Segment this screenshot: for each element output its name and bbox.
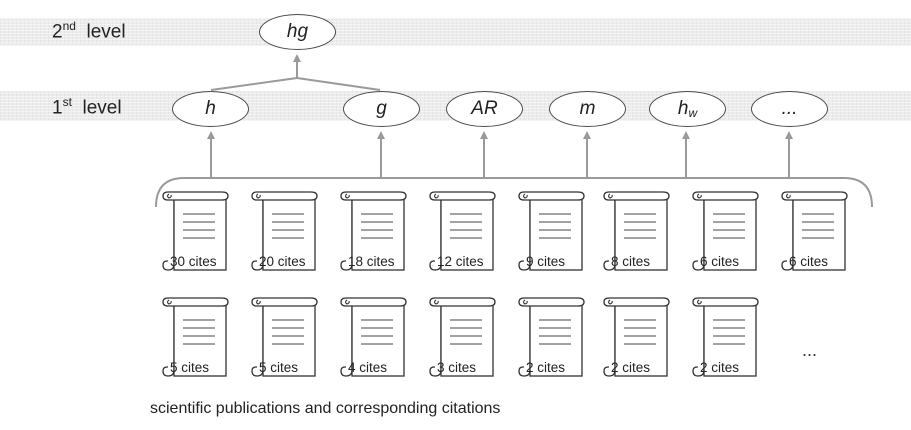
first-level-word: level: [82, 97, 122, 119]
citation-count: 18 cites: [348, 254, 395, 269]
publication-document: 30 cites: [160, 190, 230, 272]
publications-brace: [155, 177, 873, 208]
publication-document: 8 cites: [601, 190, 671, 272]
publication-document: 4 cites: [338, 296, 408, 378]
citation-count: 30 cites: [170, 254, 217, 269]
publication-document: 9 cites: [516, 190, 586, 272]
node-ar-label: AR: [471, 98, 498, 119]
link-g-to-merge: [296, 77, 381, 91]
citation-count: 12 cites: [437, 254, 484, 269]
more-publications-ellipsis: ...: [802, 340, 818, 360]
publication-document: 3 cites: [427, 296, 497, 378]
node-ar: AR: [446, 91, 523, 127]
second-level-suffix: nd: [62, 19, 76, 33]
publication-document: 2 cites: [516, 296, 586, 378]
node-more: ...: [751, 91, 828, 127]
publication-document: 6 cites: [690, 190, 760, 272]
node-hw-label: h: [677, 98, 689, 119]
first-level-number: 1: [52, 97, 63, 119]
second-level-word: level: [86, 21, 126, 43]
publication-document: 6 cites: [779, 190, 849, 272]
node-hg-label: hg: [286, 21, 309, 42]
second-level-label: 2nd level: [52, 19, 126, 43]
citation-count: 3 cites: [437, 360, 477, 375]
second-level-number: 2: [52, 21, 63, 43]
citation-count: 2 cites: [611, 360, 651, 375]
publication-document: 2 cites: [690, 296, 760, 378]
citation-count: 8 cites: [611, 254, 651, 269]
link-h-to-merge: [210, 77, 298, 91]
publication-document: 5 cites: [160, 296, 230, 378]
publication-document: 5 cites: [249, 296, 319, 378]
publication-document: 18 cites: [338, 190, 408, 272]
citation-count: 4 cites: [348, 360, 388, 375]
citation-count: 9 cites: [526, 254, 566, 269]
citation-count: 5 cites: [259, 360, 299, 375]
node-hg: hg: [259, 14, 336, 50]
node-hw-subscript: w: [688, 106, 698, 120]
second-level-band: [0, 18, 911, 46]
citation-count: 6 cites: [700, 254, 740, 269]
node-g-label: g: [376, 98, 387, 119]
node-h-label: h: [205, 98, 216, 119]
citation-count: 5 cites: [170, 360, 210, 375]
node-h: h: [172, 91, 249, 127]
node-more-label: ...: [781, 98, 798, 119]
publication-document: 20 cites: [249, 190, 319, 272]
node-g: g: [343, 91, 420, 127]
citation-count: 20 cites: [259, 254, 306, 269]
citation-count: 2 cites: [700, 360, 740, 375]
first-level-suffix: st: [62, 95, 72, 109]
first-level-label: 1st level: [52, 95, 122, 119]
diagram-caption: scientific publications and correspondin…: [150, 400, 501, 417]
citation-count: 6 cites: [789, 254, 829, 269]
publication-document: 12 cites: [427, 190, 497, 272]
node-m: m: [549, 91, 626, 127]
node-m-label: m: [579, 98, 596, 119]
publication-document: 2 cites: [601, 296, 671, 378]
citation-count: 2 cites: [526, 360, 566, 375]
